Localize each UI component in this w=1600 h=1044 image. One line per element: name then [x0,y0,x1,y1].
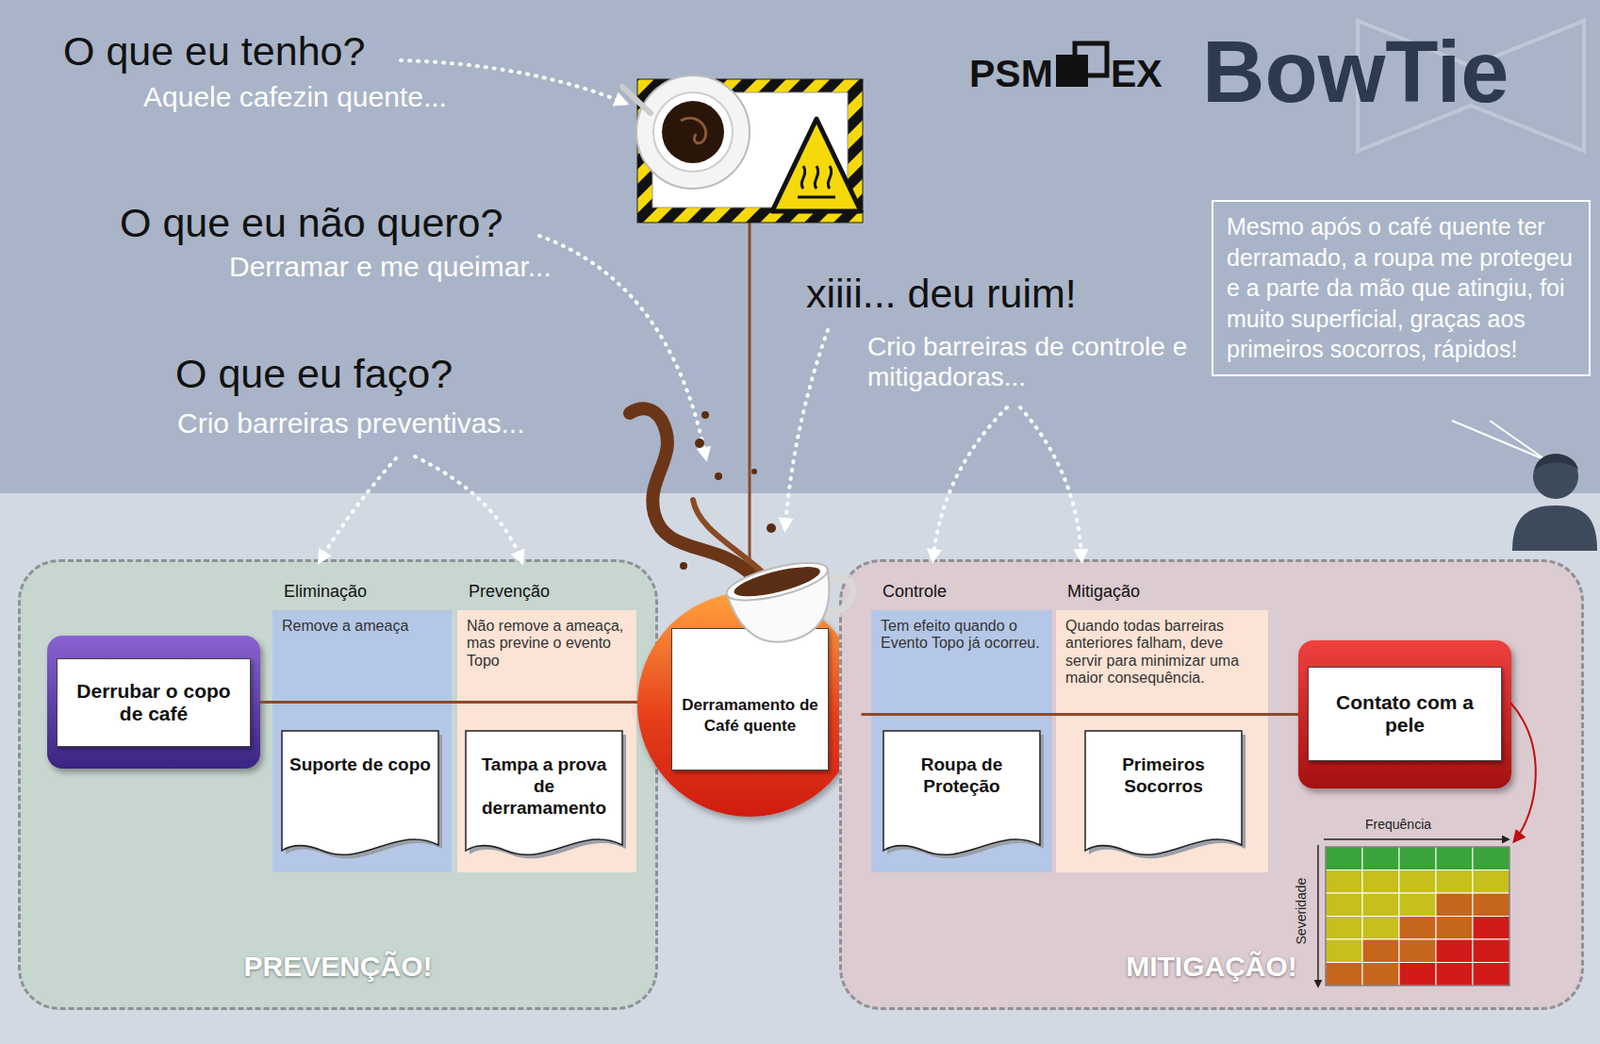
barrier-text: Roupa de Proteção [890,754,1034,798]
leader-arrow [539,235,706,455]
callout-tail [1451,420,1547,461]
hazard-sign [622,75,863,223]
leader-arrow [1020,407,1082,557]
risk-arrow [1510,702,1536,842]
barrier-column: MitigaçãoQuando todas barreiras anterior… [1055,610,1269,873]
barrier-column: PrevençãoNão remove a ameaça, mas previn… [457,610,637,873]
column-header-holder: Eliminação [283,581,367,602]
barrier-document: Roupa de Proteção [882,729,1041,860]
column-header-holder: Controle [882,581,947,602]
barrier-text: Primeiros Socorros [1091,754,1236,798]
barrier-document: Primeiros Socorros [1084,729,1243,860]
leader-arrows [321,60,1082,559]
top-event-text: Derramamento de Café quente [677,694,823,736]
label: O que eu faço? [175,350,453,397]
connectors [260,702,1299,715]
connector [260,700,638,704]
inner-box: Derrubar o copo de café [56,658,251,747]
region-panel: PREVENÇÃO! Derrubar o copo de café Elimina… [17,559,659,1010]
logo-icon [1055,43,1107,87]
inner-box: Derramamento de Café quente [671,627,829,771]
person-icon [1512,453,1598,551]
label: Aquele cafezin quente... [143,81,447,115]
threat-text: Derrubar o copo de café [65,679,243,726]
leader-arrow [414,456,521,559]
leader-arrow [785,329,828,526]
callout-text: Mesmo após o café quente ter derramado, … [1226,211,1576,365]
panel-label: PREVENÇÃO! [20,950,656,983]
column-header-holder: Prevenção [468,581,550,602]
column-header: Prevenção [468,581,550,602]
column-header: Mitigação [1067,581,1140,602]
region-panel: MITIGAÇÃO!ControleTem efeito quando o Ev… [839,559,1584,1010]
label: xiiii... deu ruim! [806,270,1077,317]
callout-box: Mesmo após o café quente ter derramado, … [1211,199,1591,377]
label: PSM [969,51,1054,97]
column-header: Controle [882,581,947,602]
consequence-box: Contato com a pele [1298,640,1512,789]
column-description: Tem efeito quando o Evento Topo já ocorr… [880,617,1043,653]
column-description: Remove a ameaça [281,617,443,635]
leader-arrow [400,60,623,102]
top-event-circle: Derramamento de Café quente [637,592,862,817]
column-description: Não remove a ameaça, mas previne o event… [466,617,627,670]
column-header: Eliminação [283,581,367,602]
top-band [0,0,1600,494]
panel-label: MITIGAÇÃO! [841,950,1582,983]
barrier-text: Suporte de copo [288,754,432,776]
label: O que eu tenho? [63,28,365,75]
label: O que eu não quero? [119,199,503,247]
barrier-column: ControleTem efeito quando o Evento Topo … [871,610,1053,873]
leader-arrow [933,407,1007,557]
title: BowTie [1202,22,1509,123]
label: Crio barreiras preventivas... [177,407,525,441]
label: Severidade [1293,863,1309,958]
label: Frequência [1365,816,1432,832]
barrier-text: Tampa a prova de derramamento [472,754,616,819]
leader-arrow [321,458,396,559]
label: EX [1110,51,1163,97]
barrier-column: EliminaçãoRemove a ameaçaSuporte de copo [272,610,452,873]
hazard-line [748,222,752,604]
label: Derramar e me queimar... [229,250,552,284]
connector [861,712,1299,716]
barrier-document: Tampa a prova de derramamento [464,729,624,860]
risk-matrix [1318,839,1510,987]
label: Crio barreiras de controle e mitigadoras… [867,331,1209,393]
threat-box: Derrubar o copo de café [47,635,261,769]
coffee-cup [723,550,861,653]
document-shape [280,729,440,860]
column-description: Quando todas barreiras anteriores falham… [1065,617,1259,688]
inner-box: Contato com a pele [1307,666,1502,761]
coffee-splash [629,408,776,578]
column-header-holder: Mitigação [1067,581,1140,602]
consequence-text: Contato com a pele [1316,691,1494,737]
barrier-document: Suporte de copo [280,729,440,860]
bottom-band [0,493,1600,1044]
